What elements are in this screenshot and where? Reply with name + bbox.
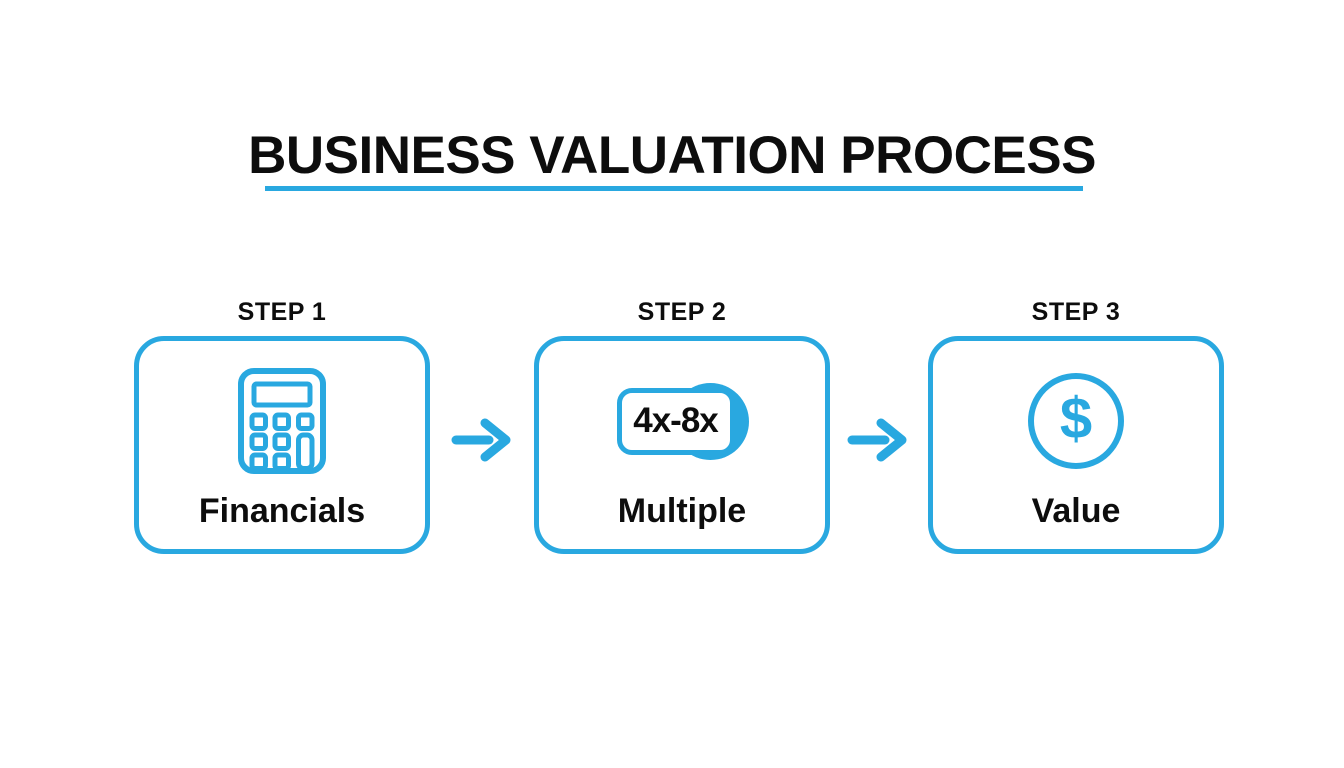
step-1: STEP 1 Financials	[134, 298, 430, 554]
multiple-badge-icon: 4x-8x	[616, 382, 749, 460]
step-1-icon-zone	[139, 351, 425, 491]
right-arrow-icon-2	[847, 418, 907, 462]
step-3-box: $ Value	[928, 336, 1224, 554]
title-underline	[265, 186, 1083, 191]
step-2: STEP 2 4x-8x Multiple	[534, 298, 830, 554]
page-title: BUSINESS VALUATION PROCESS	[248, 126, 1096, 185]
step-2-box: 4x-8x Multiple	[534, 336, 830, 554]
step-1-box: Financials	[134, 336, 430, 554]
right-arrow-icon-1	[451, 418, 511, 462]
step-3-label: STEP 3	[1031, 298, 1121, 326]
dollar-circle-icon: $	[1028, 373, 1124, 469]
step-3-name: Value	[1031, 492, 1121, 530]
step-1-label: STEP 1	[237, 298, 327, 326]
badge-text: 4x-8x	[633, 401, 719, 440]
badge-rect: 4x-8x	[616, 387, 735, 455]
step-3-icon-zone: $	[933, 351, 1219, 491]
step-2-icon-zone: 4x-8x	[539, 351, 825, 491]
step-3: STEP 3 $ Value	[928, 298, 1224, 554]
step-2-name: Multiple	[617, 492, 747, 530]
step-1-name: Financials	[198, 492, 366, 530]
calculator-icon	[238, 368, 326, 474]
step-2-label: STEP 2	[637, 298, 727, 326]
dollar-sign: $	[1059, 386, 1093, 451]
